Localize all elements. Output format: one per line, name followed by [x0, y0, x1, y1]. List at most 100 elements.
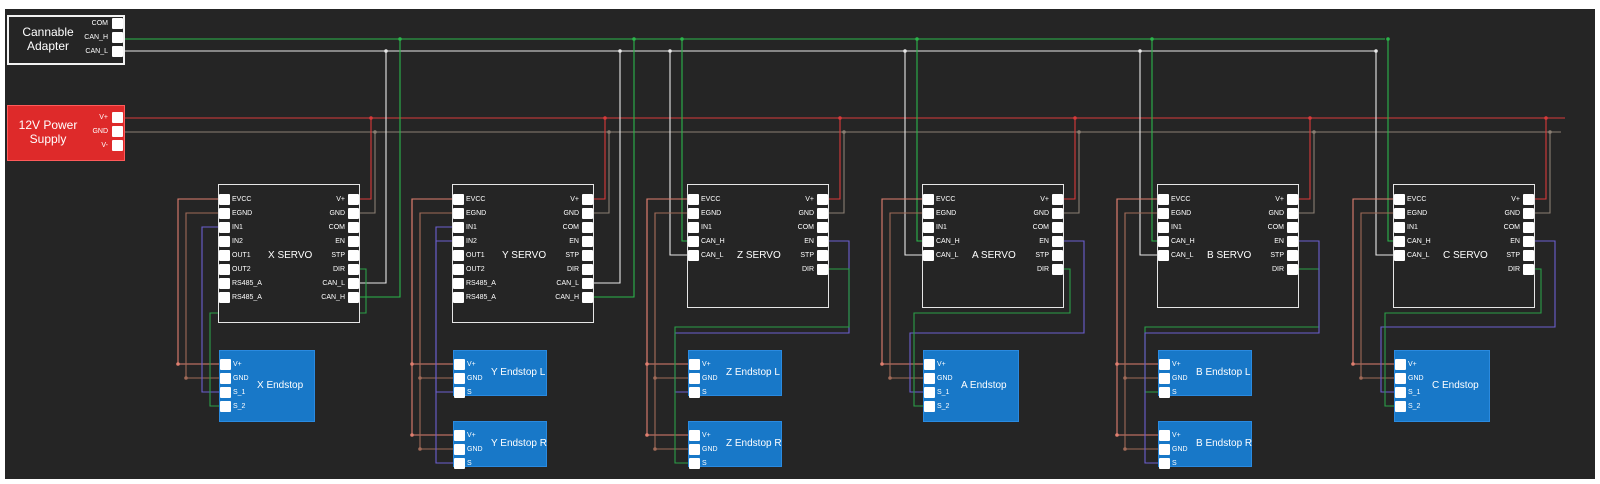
junction-dot — [176, 362, 180, 366]
junction-dot — [645, 433, 649, 437]
endstop-pin — [1159, 373, 1170, 384]
cannable-pin — [112, 46, 123, 57]
servo-gnd-wire — [1298, 132, 1315, 214]
endstop-pin-label: GND — [467, 446, 483, 453]
endstop-pin-label: S_2 — [937, 403, 950, 410]
servo-title: C SERVO — [1443, 250, 1488, 261]
servo-pin-label: IN2 — [466, 238, 477, 245]
servo-can-l-wire — [1375, 51, 1394, 256]
servo-pin-label: CAN_H — [1407, 238, 1431, 245]
servo-right-pin — [348, 250, 359, 261]
servo-pin-label: IN1 — [232, 224, 243, 231]
endstop-vplus-wire — [1352, 198, 1395, 365]
servo-pin-label: DIR — [1036, 266, 1049, 273]
cannable-pin-label: COM — [91, 20, 108, 27]
endstop-module — [1394, 350, 1490, 422]
endstop-pin-label: S — [1172, 460, 1177, 467]
servo-right-pin — [1287, 236, 1298, 247]
endstop-title: Z Endstop R — [726, 438, 782, 449]
servo-pin-label: GND — [329, 210, 345, 217]
servo-pin-label: GND — [1504, 210, 1520, 217]
junction-dot — [632, 37, 636, 41]
servo-right-pin — [1052, 236, 1063, 247]
servo-pin-label: CAN_H — [936, 238, 960, 245]
servo-can-h-wire — [1387, 39, 1394, 242]
servo-pin-label: COM — [1267, 224, 1284, 231]
endstop-pin-label: V+ — [1408, 361, 1417, 368]
endstop-pin-label: V+ — [467, 361, 476, 368]
power-supply: 12V Power Supply — [7, 105, 125, 161]
cannable-pin — [112, 32, 123, 43]
servo-pin-label: RS485_A — [232, 294, 262, 301]
endstop-signal-wire — [909, 240, 1085, 393]
servo-right-pin — [1523, 222, 1534, 233]
servo-pin-label: V+ — [1040, 196, 1049, 203]
endstop-module — [453, 421, 547, 467]
endstop-module — [219, 350, 315, 422]
endstop-pin-label: GND — [937, 375, 953, 382]
endstop-pin-label: S_1 — [937, 389, 950, 396]
servo-pin-label: IN2 — [232, 238, 243, 245]
cannable-adapter: Cannable Adapter — [7, 15, 125, 65]
servo-vplus-wire — [1534, 118, 1547, 200]
servo-module — [452, 184, 594, 323]
servo-title: B SERVO — [1207, 250, 1252, 261]
servo-left-pin — [688, 236, 699, 247]
endstop-gnd-wire — [419, 212, 454, 379]
endstop-vplus-wire — [646, 198, 689, 436]
endstop-pin-label: S_1 — [233, 389, 246, 396]
servo-pin-label: EVCC — [232, 196, 252, 203]
endstop-s2-wire — [1384, 268, 1542, 407]
endstop-pin-label: V+ — [1172, 432, 1181, 439]
cannable-pin-label: CAN_H — [84, 34, 108, 41]
servo-pin-label: IN1 — [701, 224, 712, 231]
servo-can-h-wire — [916, 39, 923, 242]
servo-pin-label: EN — [569, 238, 579, 245]
junction-dot — [1138, 49, 1142, 53]
endstop-gnd-wire — [1124, 212, 1159, 450]
endstop-pin — [1395, 373, 1406, 384]
endstop-signal-wire — [1380, 240, 1556, 393]
endstop-pin-label: S — [702, 460, 707, 467]
endstop-pin — [1395, 359, 1406, 370]
servo-right-pin — [1523, 194, 1534, 205]
servo-pin-label: CAN_H — [555, 294, 579, 301]
servo-pin-label: COM — [562, 224, 579, 231]
servo-left-pin — [923, 250, 934, 261]
servo-module — [1157, 184, 1299, 308]
servo-pin-label: CAN_L — [701, 252, 724, 259]
endstop-pin-label: S — [702, 389, 707, 396]
servo-right-pin — [348, 208, 359, 219]
endstop-vplus-wire — [646, 198, 689, 365]
servo-right-pin — [1052, 194, 1063, 205]
cannable-pin — [112, 18, 123, 29]
servo-can-l-wire — [359, 51, 387, 284]
endstop-gnd-wire — [185, 212, 220, 379]
endstop-pin — [1159, 359, 1170, 370]
servo-can-h-wire — [593, 39, 635, 298]
servo-left-pin — [453, 208, 464, 219]
servo-left-pin — [219, 222, 230, 233]
endstop-pin — [1395, 387, 1406, 398]
servo-pin-label: IN1 — [1171, 224, 1182, 231]
junction-dot — [1077, 130, 1081, 134]
servo-pin-label: OUT2 — [466, 266, 485, 273]
endstop-pin-label: S — [467, 389, 472, 396]
servo-pin-label: V+ — [1275, 196, 1284, 203]
servo-pin-label: V+ — [570, 196, 579, 203]
servo-pin-label: CAN_L — [322, 280, 345, 287]
endstop-pin — [924, 387, 935, 398]
endstop-pin-label: GND — [233, 375, 249, 382]
servo-pin-label: CAN_L — [936, 252, 959, 259]
servo-left-pin — [688, 194, 699, 205]
servo-right-pin — [817, 222, 828, 233]
servo-pin-label: CAN_L — [556, 280, 579, 287]
endstop-pin-label: V+ — [702, 361, 711, 368]
servo-right-pin — [817, 208, 828, 219]
endstop-s2-wire — [913, 268, 1071, 407]
servo-left-pin — [453, 236, 464, 247]
servo-right-pin — [1287, 194, 1298, 205]
endstop-vplus-wire — [1116, 198, 1159, 365]
servo-right-pin — [1523, 250, 1534, 261]
endstop-pin — [220, 373, 231, 384]
